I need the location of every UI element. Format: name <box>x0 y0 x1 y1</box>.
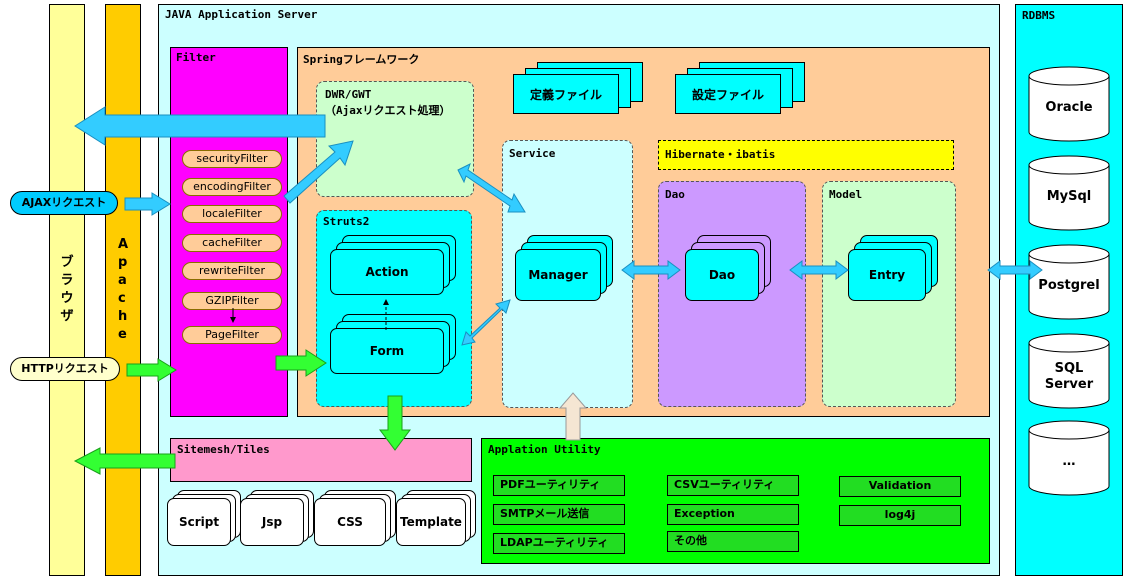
dwr-subtitle: （Ajaxリクエスト処理） <box>325 104 451 117</box>
dwr-title: DWR/GWT <box>325 88 372 101</box>
database-name: Oracle <box>1045 100 1093 115</box>
sitemesh-item: Script <box>167 498 231 546</box>
utility-title: Applation Utility <box>488 443 601 456</box>
filter-to-dwr-arrow <box>283 140 354 204</box>
database-cylinder: … <box>1028 420 1110 496</box>
utility-item: SMTPメール送信 <box>493 504 625 525</box>
database-cylinder: MySql <box>1028 155 1110 231</box>
utility-item: Validation <box>839 476 961 497</box>
filter-item: cacheFilter <box>182 234 282 252</box>
dao-stack: Dao <box>685 235 773 301</box>
spring-title: Springフレームワーク <box>303 53 420 66</box>
dao-model-arrow <box>789 260 849 280</box>
http-request: HTTPリクエスト <box>10 357 120 381</box>
utility-item: その他 <box>667 531 799 552</box>
action-stack: Action <box>330 235 458 295</box>
utility-item: LDAPユーティリティ <box>493 533 625 554</box>
ajax-request: AJAXリクエスト <box>10 191 118 215</box>
service-dao-arrow <box>621 260 681 280</box>
settings-file-stack: 設定ファイル <box>675 62 805 114</box>
apache-label-char: p <box>117 255 128 270</box>
browser-label-char: ウ <box>60 291 74 306</box>
ajax-request-arrow <box>124 192 171 216</box>
apache-label-char: h <box>117 309 128 324</box>
sitemesh-item: CSS <box>314 498 386 546</box>
hibernate-title: Hibernate・ibatis <box>665 148 776 161</box>
sitemesh-tiles-box: Sitemesh/Tiles <box>170 438 472 482</box>
filter-title: Filter <box>176 51 216 64</box>
filter-to-form-arrow <box>275 349 327 377</box>
filter-item: encodingFilter <box>182 178 282 196</box>
filter-item: securityFilter <box>182 150 282 168</box>
rdbms-title: RDBMS <box>1022 9 1056 22</box>
manager-component: Manager <box>515 249 601 301</box>
utility-item: Exception <box>667 504 799 525</box>
apache-label-char: A <box>117 237 129 252</box>
browser-label-char: ラ <box>60 273 74 288</box>
database-name: SQL Server <box>1044 361 1094 392</box>
database-cylinder: Oracle <box>1028 66 1110 142</box>
filter-box: Filter <box>170 47 288 417</box>
filter-item: PageFilter <box>182 326 282 344</box>
settings-file: 設定ファイル <box>675 74 781 114</box>
database-cylinder: SQL Server <box>1028 333 1110 409</box>
filter-item: GZIPFilter <box>182 292 282 310</box>
sitemesh-item-stack: Template <box>396 490 476 548</box>
dao-component: Dao <box>685 249 759 301</box>
sitemesh-item-stack: CSS <box>314 490 396 548</box>
database-name: Postgrel <box>1038 278 1100 293</box>
form-component: Form <box>330 328 444 374</box>
sitemesh-item: Template <box>396 498 466 546</box>
utility-item: CSVユーティリティ <box>667 475 799 496</box>
sitemesh-item-stack: Script <box>167 490 241 548</box>
browser-column: ブラウザ <box>49 4 85 576</box>
apache-label-char: a <box>117 273 127 288</box>
hibernate-ibatis-box: Hibernate・ibatis <box>658 140 954 170</box>
sitemesh-title: Sitemesh/Tiles <box>177 443 270 456</box>
dao-title: Dao <box>665 188 685 201</box>
entry-component: Entry <box>848 249 926 301</box>
utility-to-service-arrow <box>558 392 588 441</box>
utility-item: PDFユーティリティ <box>493 475 625 496</box>
utility-item: log4j <box>839 505 961 526</box>
database-cylinder: Postgrel <box>1028 244 1110 320</box>
sitemesh-item: Jsp <box>240 498 304 546</box>
service-title: Service <box>509 147 556 160</box>
apache-label-char: c <box>117 291 126 306</box>
definition-file: 定義ファイル <box>513 74 619 114</box>
manager-stack: Manager <box>515 235 615 301</box>
struts-title: Struts2 <box>323 215 370 228</box>
sitemesh-item-stack: Jsp <box>240 490 314 548</box>
browser-label-char: ブ <box>60 255 74 270</box>
form-service-arrow <box>461 299 511 346</box>
filter-item: rewriteFilter <box>182 262 282 280</box>
struts-to-sitemesh-arrow <box>379 395 411 451</box>
filter-item: localeFilter <box>182 205 282 223</box>
browser-label-char: ザ <box>60 309 74 324</box>
apache-label-char: e <box>117 327 127 342</box>
dwr-gwt-box: DWR/GWT （Ajaxリクエスト処理） <box>316 81 474 197</box>
ajax-response-arrow <box>74 106 326 146</box>
http-request-arrow <box>126 358 177 382</box>
entry-stack: Entry <box>848 235 940 301</box>
model-rdbms-arrow <box>987 260 1043 280</box>
sitemesh-response-arrow <box>73 447 176 475</box>
browser-label: ブラウザ <box>60 254 73 326</box>
database-name: MySql <box>1046 189 1092 204</box>
server-title: JAVA Application Server <box>165 8 318 21</box>
form-stack: Form <box>330 314 458 374</box>
definition-file-stack: 定義ファイル <box>513 62 643 114</box>
model-title: Model <box>829 188 863 201</box>
database-name: … <box>1062 454 1076 469</box>
dwr-service-arrow <box>457 163 526 213</box>
action-component: Action <box>330 249 444 295</box>
